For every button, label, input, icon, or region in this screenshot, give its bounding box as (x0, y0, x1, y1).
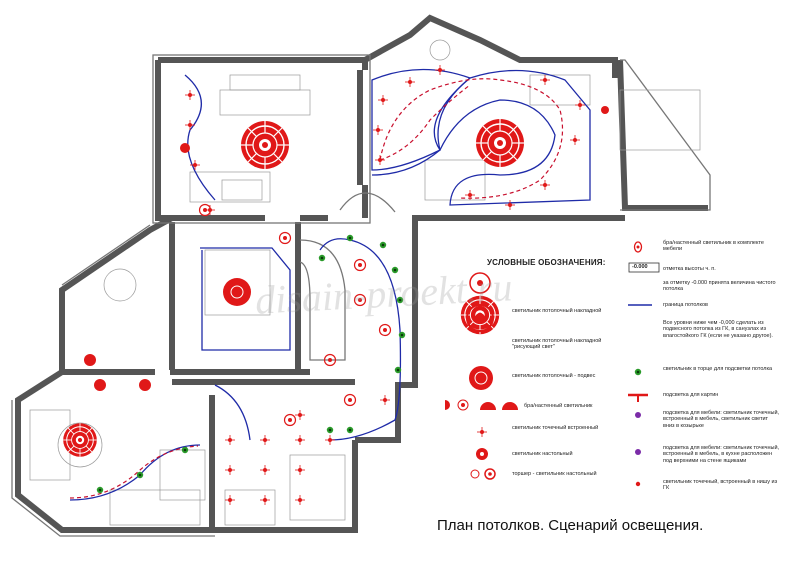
thin-walls (11, 54, 711, 537)
legend-niche-spot: светильник точечный, встроенный в нишу и… (663, 479, 778, 492)
legend-sconce: бра/настенный светильник (524, 403, 593, 409)
legend-height-mark: -0.000 (632, 264, 648, 270)
legend-level-note: Все уровни ниже чем -0,000 сделать из по… (663, 320, 773, 339)
legend-zero-note: за отметку -0.000 принята величина чисто… (663, 280, 776, 293)
legend-drawing-light: светильник потолочный накладной "рисующи… (512, 338, 602, 351)
legend-table-lamp: светильник настольный (512, 451, 573, 457)
legend-furniture-spot: подсветка для мебели: светильник точечны… (663, 410, 780, 429)
legend-height-text: отметка высоты ч. п. (663, 266, 716, 272)
legend-picture-light: подсветка для картин (663, 392, 719, 398)
legend-torchere: торшер - светильник настольный (512, 471, 597, 477)
ceiling-lamp-room (223, 278, 251, 306)
legend-symbols (445, 241, 660, 487)
light-lines (69, 78, 564, 499)
legend-spot-light: светильник точечный встроенный (512, 425, 599, 431)
legend-ceiling-border: граница потолков (663, 302, 708, 308)
legend-suspended-light: светильник потолочный - подвес (512, 373, 596, 379)
walls (15, 14, 708, 533)
legend-kitchen-spot: подсветка для мебели: светильник точечны… (663, 445, 780, 464)
chandelier-kitchen (62, 422, 98, 458)
plan-caption: План потолков. Сценарий освещения. (437, 517, 704, 534)
legend-furniture-sconce: бра/настенный светильник в комплекте меб… (663, 240, 764, 253)
legend-title: УСЛОВНЫЕ ОБОЗНАЧЕНИЯ: (487, 258, 606, 267)
chandelier-living (475, 118, 525, 168)
wall-lamps (84, 106, 609, 427)
legend-end-light: светильник в торце для подсветки потолка (663, 366, 773, 372)
legend-surface-light: светильник потолочный накладной (512, 308, 602, 314)
chandelier-bedroom (240, 120, 290, 170)
